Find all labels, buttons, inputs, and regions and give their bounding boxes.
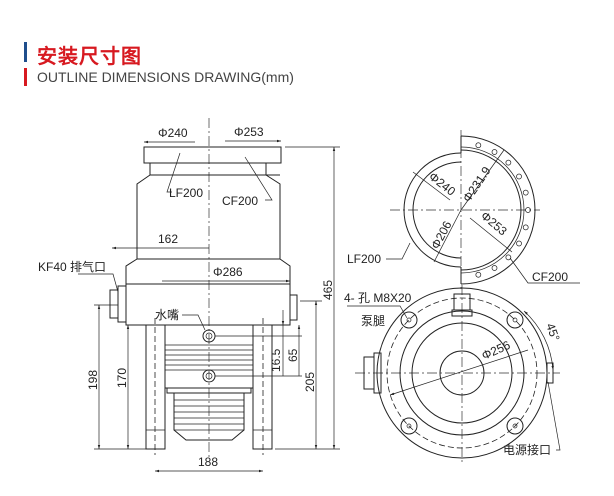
bolt-hole — [525, 207, 531, 213]
bolt-hole — [516, 173, 522, 180]
bolt-hole — [516, 240, 522, 247]
label-kf40-exhaust: KF40 排气口 — [38, 259, 106, 274]
dim-angle-45: 45° — [543, 321, 562, 343]
title-accent-blue — [24, 42, 27, 62]
cf-bolt-holes — [475, 142, 531, 278]
page-subtitle: OUTLINE DIMENSIONS DRAWING(mm) — [37, 69, 294, 85]
dim-phi256: Φ256 — [480, 338, 513, 363]
bolt-hole — [491, 265, 498, 271]
side-view: Φ240 Φ253 LF200 CF200 162 KF40 排气口 Φ286 … — [38, 118, 340, 473]
leg-holes — [400, 311, 524, 435]
top-dim-phi253: Φ253 — [478, 209, 510, 239]
label-pump-legs: 泵腿 — [361, 314, 385, 328]
dim-205: 205 — [303, 372, 317, 392]
label-water-nozzle: 水嘴 — [155, 308, 179, 322]
dim-162: 162 — [158, 232, 178, 246]
bolt-hole — [475, 142, 482, 149]
bolt-hole — [522, 224, 529, 231]
label-4-holes-m8x20: 4- 孔 M8X20 — [344, 291, 412, 305]
dim-phi240: Φ240 — [158, 126, 188, 140]
label-cf200: CF200 — [222, 194, 258, 208]
dim-phi253: Φ253 — [234, 125, 264, 139]
bolt-hole — [505, 254, 512, 261]
dim-170: 170 — [115, 368, 129, 388]
dim-465: 465 — [321, 280, 335, 300]
title-accent-red — [24, 68, 27, 86]
bolt-hole — [522, 189, 529, 196]
bottom-view: Φ256 45° 4- 孔 M8X20 泵腿 电源接口 — [344, 285, 563, 465]
label-lf200: LF200 — [169, 186, 203, 200]
top-label-cf200: CF200 — [532, 270, 568, 284]
dim-65: 65 — [286, 348, 300, 362]
page-title: 安装尺寸图 — [37, 46, 142, 68]
label-power-connector: 电源接口 — [503, 442, 551, 457]
dim-198: 198 — [86, 370, 100, 390]
top-view: Φ240 Φ231.9 Φ206 Φ253 LF200 CF200 — [347, 130, 580, 290]
top-label-lf200: LF200 — [347, 252, 381, 266]
bolt-hole — [475, 271, 482, 278]
bolt-hole — [505, 159, 512, 166]
top-dim-phi231-9: Φ231.9 — [460, 164, 494, 205]
bolt-hole — [491, 149, 498, 155]
dim-phi286: Φ286 — [213, 265, 243, 279]
dim-188: 188 — [198, 455, 218, 469]
top-dim-phi206: Φ206 — [428, 218, 454, 251]
dim-16-5: 16.5 — [269, 348, 283, 372]
